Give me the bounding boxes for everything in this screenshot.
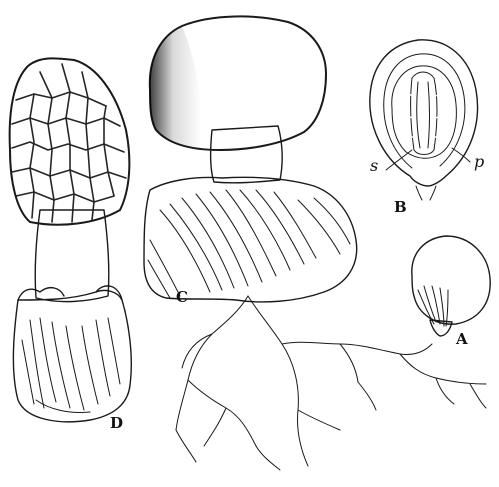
specimen-a-egg (412, 236, 490, 336)
specimen-d (10, 58, 132, 421)
volva-c (144, 177, 357, 302)
label-c: C (176, 290, 188, 305)
label-p: p (474, 154, 484, 170)
gleba (392, 66, 457, 158)
specimen-b-section (370, 40, 478, 200)
label-b: B (394, 200, 407, 215)
section-outline (370, 40, 478, 186)
label-s: s (370, 158, 378, 174)
volva-d (13, 290, 131, 421)
label-a: A (456, 332, 468, 347)
egg-a (412, 236, 490, 324)
label-d: D (110, 416, 123, 431)
specimen-c (144, 16, 486, 470)
